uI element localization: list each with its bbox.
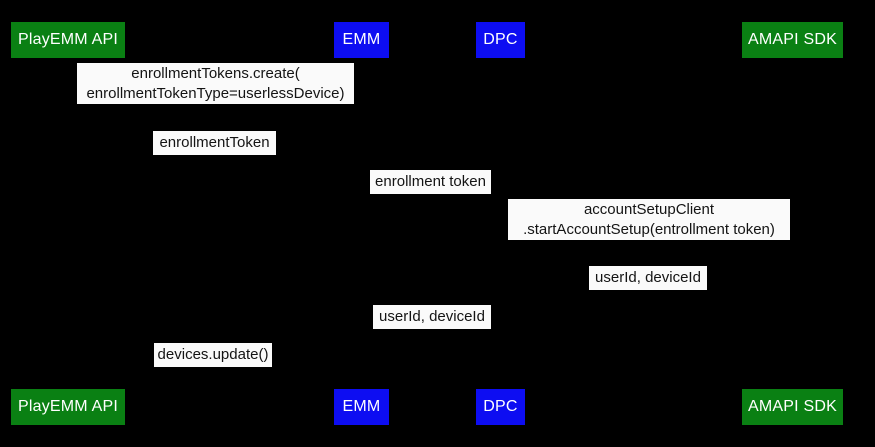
message-enrollment-tokens-create: enrollmentTokens.create( enrollmentToken… bbox=[77, 63, 354, 104]
message-line: enrollmentTokens.create( bbox=[131, 64, 300, 82]
message-line: accountSetupClient bbox=[583, 200, 715, 218]
actor-box-playemm-api-top: PlayEMM API bbox=[11, 22, 125, 58]
message-line: enrollment token bbox=[375, 173, 486, 190]
message-start-account-setup: accountSetupClient .startAccountSetup(en… bbox=[508, 199, 790, 240]
actor-box-playemm-api-bottom: PlayEMM API bbox=[11, 389, 125, 425]
actor-box-emm-top: EMM bbox=[334, 22, 389, 58]
message-line: enrollmentToken bbox=[159, 134, 270, 151]
message-enrollment-token-forward: enrollment token bbox=[370, 170, 491, 194]
message-line: userId, deviceId bbox=[379, 308, 485, 325]
message-devices-update: devices.update() bbox=[154, 343, 272, 367]
message-line: .startAccountSetup(entrollment token) bbox=[523, 220, 775, 238]
message-userid-deviceid-forward: userId, deviceId bbox=[373, 305, 491, 329]
actor-box-emm-bottom: EMM bbox=[334, 389, 389, 425]
actor-box-amapi-sdk-bottom: AMAPI SDK bbox=[742, 389, 843, 425]
message-line: userId, deviceId bbox=[595, 269, 701, 286]
actor-box-amapi-sdk-top: AMAPI SDK bbox=[742, 22, 843, 58]
actor-box-dpc-bottom: DPC bbox=[476, 389, 525, 425]
actor-box-dpc-top: DPC bbox=[476, 22, 525, 58]
message-userid-deviceid-return: userId, deviceId bbox=[589, 266, 707, 290]
message-line: enrollmentTokenType=userlessDevice) bbox=[86, 84, 345, 102]
message-line: devices.update() bbox=[157, 346, 269, 363]
message-enrollment-token-return: enrollmentToken bbox=[153, 131, 276, 155]
